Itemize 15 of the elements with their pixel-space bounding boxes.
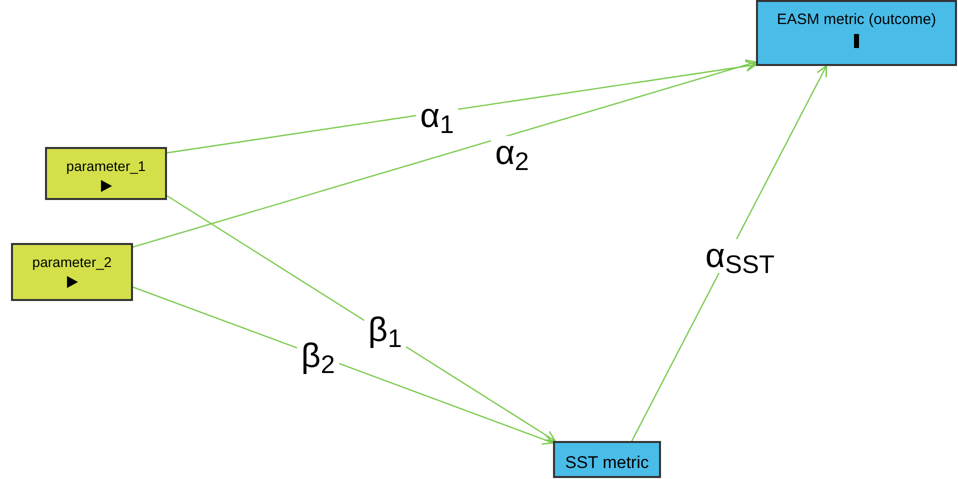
- process-box: [756, 0, 957, 66]
- process-box: [11, 243, 133, 301]
- process-box: [45, 147, 167, 200]
- process-box: [553, 441, 661, 478]
- arrow: [166, 60, 757, 154]
- arrow: [132, 59, 757, 248]
- edge-label: β$_{1}$: [364, 313, 406, 347]
- node-label: EASM metric (outcome): [776, 11, 936, 30]
- node-label: SST metric: [565, 452, 649, 474]
- arrow: [132, 286, 554, 445]
- arrow: [166, 195, 556, 442]
- edge-label: β$_{2}$: [297, 339, 339, 373]
- node-label: parameter_2: [32, 254, 112, 272]
- node-label: parameter_1: [66, 158, 146, 176]
- arrow: [631, 65, 828, 442]
